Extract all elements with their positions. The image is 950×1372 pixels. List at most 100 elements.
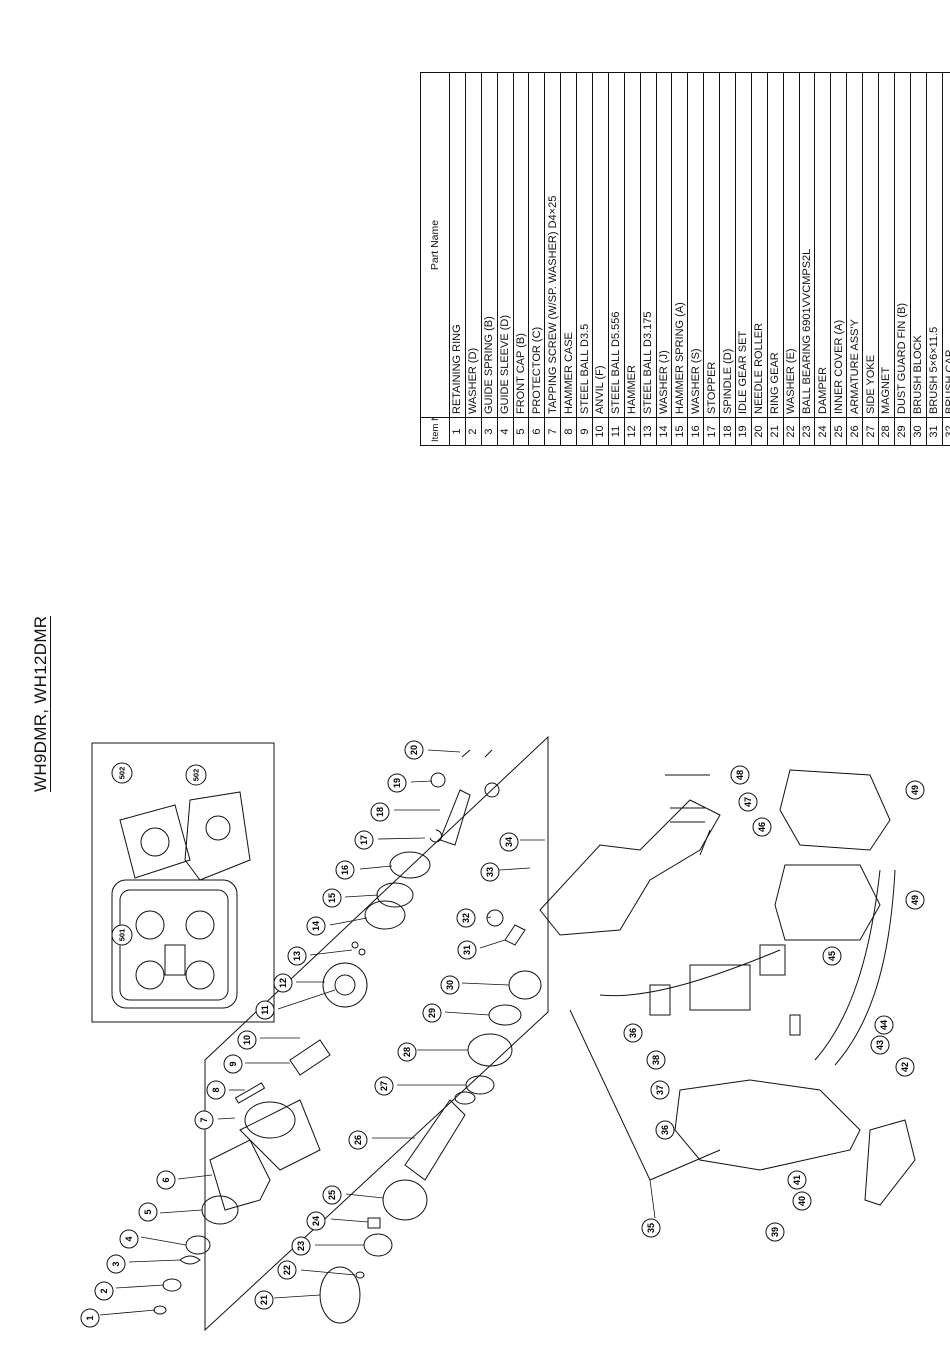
callout-30: 30: [440, 975, 460, 995]
callout-48: 48: [730, 765, 750, 785]
callout-text: 501: [118, 929, 127, 942]
callout-text: 37: [655, 1085, 665, 1095]
callout-42: 42: [895, 1057, 915, 1077]
item-no: 15: [671, 417, 688, 446]
callout-14: 14: [306, 916, 326, 936]
callout-text: 30: [445, 980, 455, 990]
item-no: 30: [910, 417, 927, 446]
part-name: STEEL BALL D5.556: [608, 72, 625, 418]
part-name: GUIDE SLEEVE (D): [497, 72, 514, 418]
callout-33: 33: [480, 862, 500, 882]
item-no: 7: [544, 417, 561, 446]
callout-text: 42: [900, 1062, 910, 1072]
item-no: 1: [449, 417, 466, 446]
callout-text: 16: [340, 865, 350, 875]
callout-21: 21: [254, 1290, 274, 1310]
item-no: 17: [703, 417, 720, 446]
accessory-frame: [91, 742, 275, 1023]
assembly-frame: [204, 735, 549, 1332]
item-no: 12: [624, 417, 641, 446]
callout-text: 35: [646, 1223, 656, 1233]
item-no: 22: [783, 417, 800, 446]
part-name: RETAINING RING: [449, 72, 466, 418]
callout-text: 1: [85, 1315, 95, 1320]
callout-26: 26: [348, 1130, 368, 1150]
callout-text: 7: [199, 1117, 209, 1122]
callout-501: 501: [111, 924, 133, 946]
housing-drawing: [539, 799, 861, 1181]
front-parts: [153, 749, 500, 1315]
callout-13: 13: [287, 946, 307, 966]
callout-text: 11: [260, 1005, 270, 1015]
callout-47: 47: [738, 792, 758, 812]
part-name: GUIDE SPRING (B): [481, 72, 498, 418]
callout-text: 48: [735, 770, 745, 780]
part-name: HAMMER SPRING (A): [671, 72, 688, 418]
callout-text: 34: [504, 837, 514, 847]
item-no: 27: [862, 417, 879, 446]
callout-38: 38: [646, 1050, 666, 1070]
item-no: 6: [528, 417, 545, 446]
part-name: NEEDLE ROLLER: [751, 72, 768, 418]
callout-41: 41: [787, 1170, 807, 1190]
part-name: DUST GUARD FIN (B): [894, 72, 911, 418]
callout-45: 45: [822, 946, 842, 966]
part-name: RING GEAR: [767, 72, 784, 418]
part-name: HAMMER CASE: [560, 72, 577, 418]
callout-text: 10: [242, 1035, 252, 1045]
item-no: 4: [497, 417, 514, 446]
callout-9: 9: [223, 1054, 243, 1074]
callout-28: 28: [397, 1042, 417, 1062]
callout-49: 49: [905, 890, 925, 910]
callout-text: 32: [461, 913, 471, 923]
item-no: 20: [751, 417, 768, 446]
callout-36: 36: [623, 1023, 643, 1043]
item-no: 8: [560, 417, 577, 446]
callout-text: 36: [628, 1028, 638, 1038]
callout-10: 10: [237, 1030, 257, 1050]
callout-text: 502: [118, 767, 127, 780]
charger-drawings: [119, 791, 251, 881]
part-name: IDLE GEAR SET: [735, 72, 752, 418]
callout-text: 15: [327, 893, 337, 903]
callout-502: 502: [185, 764, 207, 786]
callout-text: 40: [797, 1196, 807, 1206]
part-name: BRUSH CAP: [942, 72, 950, 418]
callout-text: 45: [827, 951, 837, 961]
callout-text: 49: [910, 895, 920, 905]
part-name: WASHER (J): [656, 72, 672, 418]
callout-text: 9: [228, 1061, 238, 1066]
item-no: 32: [942, 417, 950, 446]
callout-text: 19: [392, 778, 402, 788]
callout-17: 17: [354, 830, 374, 850]
item-no: 29: [894, 417, 911, 446]
callout-text: 22: [282, 1265, 292, 1275]
callout-4: 4: [119, 1229, 139, 1249]
callout-12: 12: [273, 973, 293, 993]
callout-8: 8: [206, 1080, 226, 1100]
callout-text: 17: [359, 835, 369, 845]
strap-drawing: [814, 869, 881, 1061]
callout-27: 27: [374, 1076, 394, 1096]
item-no: 11: [608, 417, 625, 446]
model-title: WH9DMR, WH12DMR: [31, 615, 51, 792]
